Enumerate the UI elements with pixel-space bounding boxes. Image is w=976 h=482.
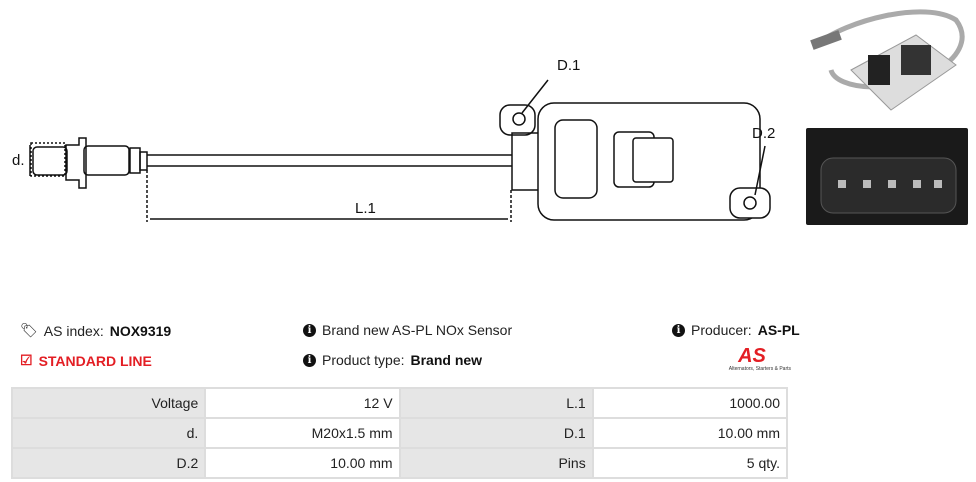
technical-drawing: d. L.1 D.1 D.2 [12,57,775,222]
info-icon: i [303,323,316,337]
product-type: i Product type:Brand new [303,352,482,368]
label-l1: L.1 [355,200,376,217]
producer: i Producer:AS-PL [672,322,800,338]
label-d2: D.2 [752,125,775,142]
info-icon: i [303,353,316,367]
info-icon: i [672,323,685,337]
product-photo [806,0,968,125]
connector-photo [806,128,968,225]
tag-icon: 🏷 [20,322,38,338]
as-index-value: NOX9319 [109,322,172,339]
standard-line-badge: ☑ STANDARD LINE [20,352,152,369]
checkbox-icon: ☑ [20,352,33,368]
label-d1: D.1 [557,57,580,74]
as-index: 🏷 AS index:NOX9319 [20,322,172,339]
label-d: d. [12,152,25,169]
as-pl-logo: AS Alternators, Starters & Parts [728,345,791,372]
description: i Brand new AS-PL NOx Sensor [303,322,512,338]
